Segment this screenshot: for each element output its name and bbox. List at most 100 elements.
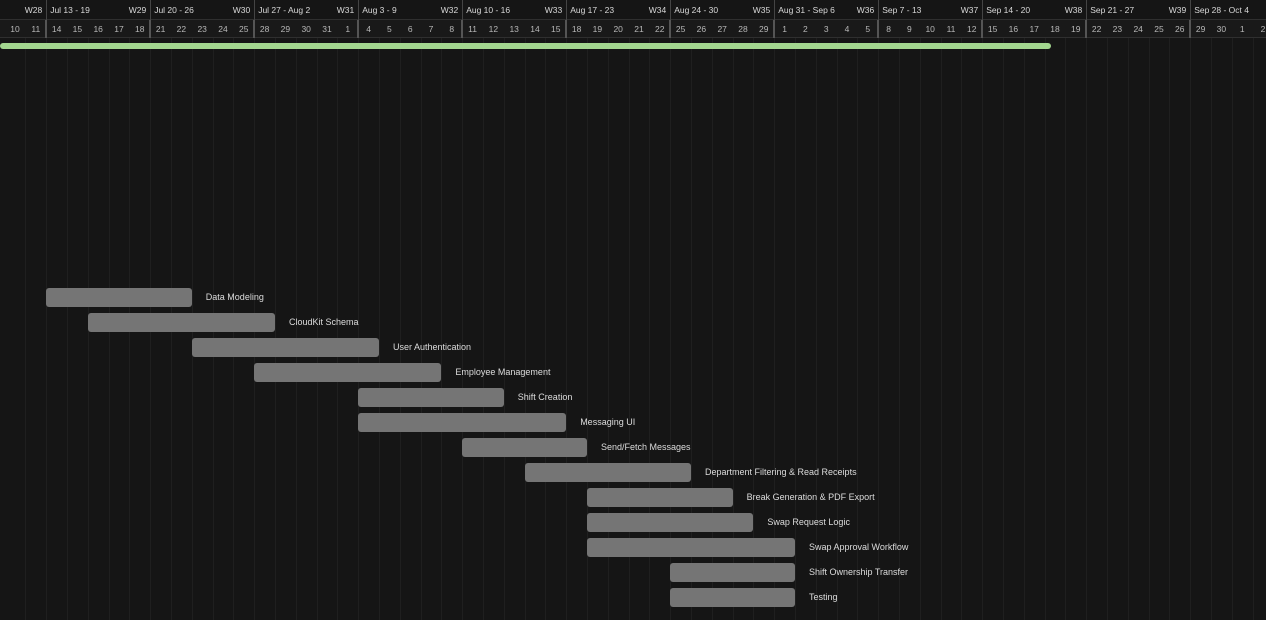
day-grid-line <box>1252 38 1254 620</box>
day-grid-line <box>711 38 713 620</box>
task-bar[interactable] <box>87 313 275 332</box>
day-grid-line <box>836 38 838 620</box>
week-range-label: Sep 28 - Oct 4 <box>1190 0 1266 20</box>
week-range-text: Sep 21 - 27 <box>1090 5 1135 15</box>
task-label: Send/Fetch Messages <box>601 442 691 452</box>
task-bar[interactable] <box>670 563 795 582</box>
day-label: 29 <box>1195 24 1206 34</box>
day-label: 11 <box>468 24 477 34</box>
day-label: 25 <box>1154 24 1164 34</box>
day-label: 13 <box>509 24 519 34</box>
day-grid-line <box>441 38 443 620</box>
day-grid-line <box>1086 38 1088 620</box>
week-range-text: Sep 14 - 20 <box>986 5 1031 15</box>
task-label: Swap Request Logic <box>767 517 850 527</box>
day-label: 20 <box>613 24 623 34</box>
task-bar[interactable] <box>191 338 379 357</box>
week-range-label: Sep 7 - 13 <box>878 0 982 20</box>
day-grid-line <box>961 38 963 620</box>
day-label: 10 <box>925 24 935 34</box>
day-grid-line <box>275 38 276 620</box>
day-label: 1 <box>1239 24 1245 34</box>
week-range-label: Jul 13 - 19 <box>46 0 150 20</box>
week-number-label: W39 <box>1130 0 1190 20</box>
week-separator <box>358 0 360 20</box>
day-label: 14 <box>530 24 540 34</box>
day-label: 4 <box>844 24 850 34</box>
task-bar[interactable] <box>462 438 587 457</box>
week-boundary <box>1085 20 1088 38</box>
day-label: 18 <box>571 24 582 34</box>
week-boundary <box>357 20 360 38</box>
day-grid-line <box>337 38 339 620</box>
day-grid-line <box>670 38 672 620</box>
day-grid-line <box>566 38 568 620</box>
week-range-text: Aug 3 - 9 <box>362 5 397 15</box>
day-grid-line <box>919 38 921 620</box>
day-label: 16 <box>93 24 103 34</box>
day-label: 10 <box>10 24 20 34</box>
day-label: 30 <box>301 24 311 34</box>
task-bar[interactable] <box>358 413 567 432</box>
task-bar[interactable] <box>254 363 442 382</box>
day-label: 1 <box>345 24 351 34</box>
day-grid-line <box>732 38 734 620</box>
day-label: 29 <box>759 24 769 34</box>
task-label: Testing <box>809 592 838 602</box>
day-label: 14 <box>51 24 62 34</box>
day-grid-line <box>753 38 755 620</box>
day-label: 19 <box>592 24 603 34</box>
task-bar[interactable] <box>587 538 795 557</box>
week-separator <box>774 0 776 20</box>
week-number-label: W35 <box>714 0 774 20</box>
day-label: 29 <box>280 24 291 34</box>
task-bar[interactable] <box>358 388 504 407</box>
day-grid-line <box>295 38 297 620</box>
task-bar[interactable] <box>587 513 754 532</box>
day-label: 6 <box>407 24 413 34</box>
week-range-text: Aug 10 - 16 <box>466 5 511 15</box>
task-bar[interactable] <box>587 488 733 507</box>
day-grid-line <box>46 38 48 620</box>
week-number-label: W33 <box>506 0 566 20</box>
day-label: 8 <box>886 24 891 34</box>
task-bar[interactable] <box>524 463 691 482</box>
day-grid-line <box>1231 38 1233 620</box>
week-range-label: Sep 14 - 20 <box>982 0 1086 20</box>
week-separator <box>1190 0 1192 20</box>
day-label: 31 <box>322 24 332 34</box>
week-range-text: Jul 13 - 19 <box>50 5 90 15</box>
week-separator <box>254 0 256 20</box>
week-boundary <box>149 20 152 38</box>
day-label: 26 <box>696 24 707 34</box>
day-label: 21 <box>634 24 644 34</box>
day-grid-line <box>878 38 880 620</box>
day-label: 21 <box>155 24 166 34</box>
day-grid-line <box>628 38 630 620</box>
day-label: 23 <box>197 24 207 34</box>
week-range-label: Aug 3 - 9 <box>358 0 462 20</box>
day-label: 11 <box>946 24 956 34</box>
week-boundary <box>565 20 568 38</box>
day-label: 26 <box>1175 24 1185 34</box>
week-number-text: W28 <box>24 5 43 15</box>
task-label: Swap Approval Workflow <box>809 542 909 552</box>
day-grid-line <box>420 38 422 620</box>
week-number-label: W36 <box>818 0 878 20</box>
task-bar[interactable] <box>46 288 192 307</box>
week-range-text: Jul 20 - 26 <box>154 5 194 15</box>
week-boundary <box>461 20 464 38</box>
week-number-text: W36 <box>856 5 875 15</box>
week-range-text: Aug 17 - 23 <box>570 5 615 15</box>
day-grid-line <box>316 38 318 620</box>
week-number-label: W32 <box>402 0 462 20</box>
task-bar[interactable] <box>670 588 795 607</box>
week-number-label: W38 <box>1026 0 1086 20</box>
week-boundary <box>877 20 880 38</box>
week-boundary <box>253 20 256 38</box>
day-grid-line <box>483 38 484 620</box>
week-boundary <box>45 20 48 38</box>
task-label: Employee Management <box>455 367 551 377</box>
